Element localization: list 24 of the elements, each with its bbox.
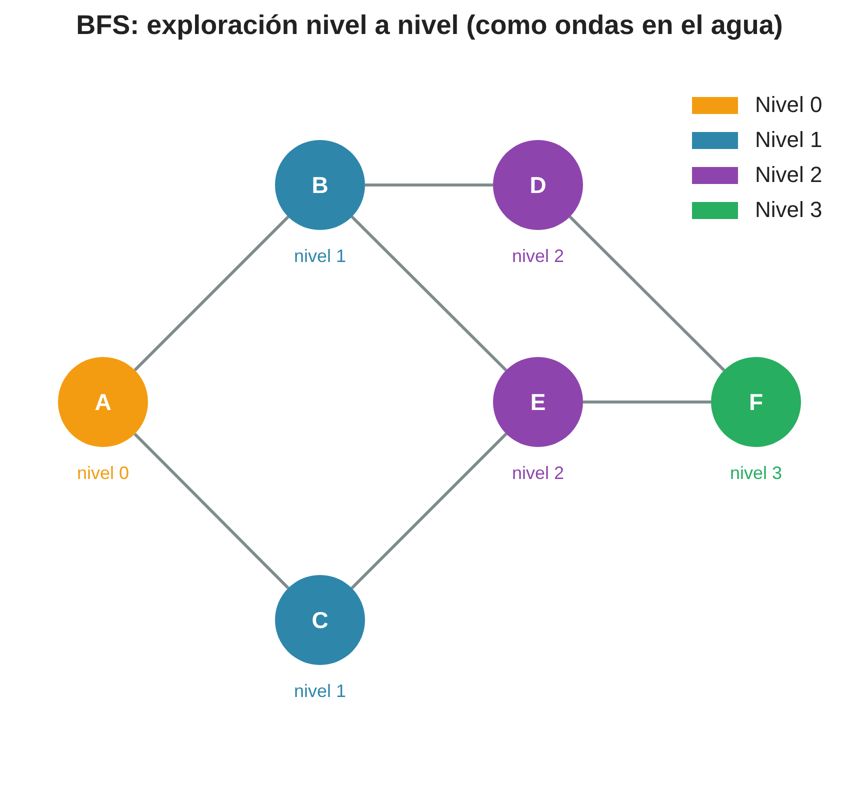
level-label: nivel 2: [512, 246, 564, 267]
legend-label: Nivel 1: [755, 127, 822, 153]
node-label: C: [312, 606, 328, 634]
node-label: B: [312, 172, 328, 198]
node-label: D: [530, 172, 546, 198]
legend-label: Nivel 3: [755, 197, 822, 223]
node-label: A: [94, 388, 112, 416]
legend-label: Nivel 2: [755, 162, 822, 188]
level-label: nivel 1: [294, 681, 346, 702]
level-label: nivel 0: [76, 463, 130, 484]
edge-line: [583, 400, 711, 404]
level-label: nivel 1: [294, 246, 346, 267]
edge-line: [350, 432, 508, 590]
edge-line: [134, 432, 290, 590]
title: BFS: exploración nivel a nivel (como ondas en el agua): [76, 10, 783, 41]
level-label: nivel 2: [512, 463, 564, 484]
edge-line: [365, 184, 493, 186]
edge-line: [134, 216, 290, 372]
level-label: nivel 3: [730, 463, 782, 484]
node-label: F: [748, 388, 764, 416]
node-label: E: [530, 388, 546, 416]
edge-line: [350, 216, 508, 372]
legend-label: Nivel 0: [755, 92, 822, 118]
edge-line: [568, 216, 726, 372]
